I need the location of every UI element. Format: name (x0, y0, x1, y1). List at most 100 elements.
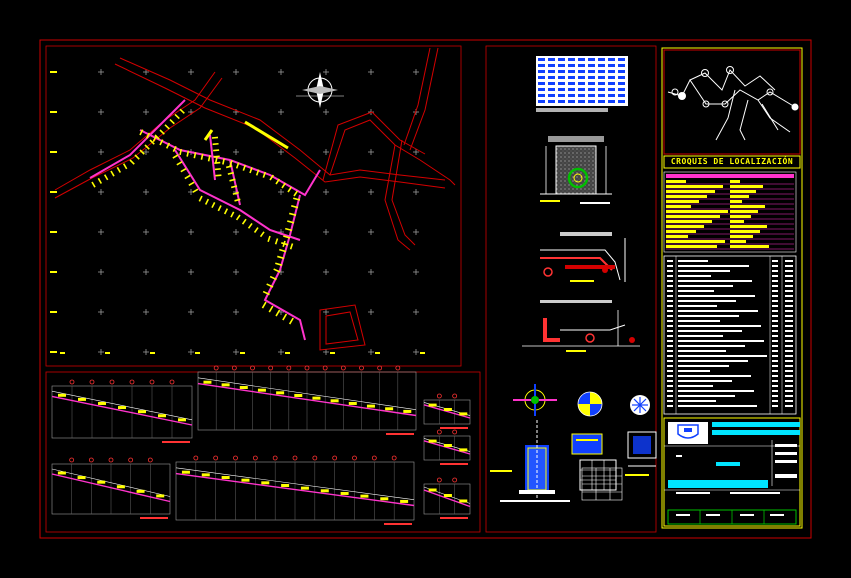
qty-row-right (730, 230, 760, 233)
spec-row-qty (772, 260, 778, 262)
spec-row-unit (785, 270, 793, 272)
spec-row-qty (772, 370, 778, 372)
profile-elevation-label (366, 404, 375, 408)
profile-elevation-label (136, 489, 145, 493)
manhole-details (513, 384, 650, 417)
sewer-line-network (89, 99, 321, 341)
spec-row-number (667, 405, 673, 407)
profile-elevation-label (281, 483, 290, 487)
title-block (661, 47, 803, 529)
connection-plan-detail (522, 300, 640, 352)
grid-coordinate-labels (50, 71, 425, 354)
grid-label-tick (285, 352, 290, 354)
spec-row-unit (785, 385, 793, 387)
table-cell (558, 94, 565, 97)
profile-elevation-label (57, 471, 66, 475)
profile-station-marker (69, 457, 75, 463)
profile-caption (162, 441, 190, 443)
table-cell (548, 58, 555, 61)
profile-pipe-invert (423, 489, 471, 508)
spec-row-unit (785, 360, 793, 362)
table-cell (548, 70, 555, 73)
lot-hatch (188, 181, 195, 187)
longitudinal-profiles (51, 365, 471, 525)
spec-row-text (678, 265, 749, 267)
spec-row-text (678, 305, 717, 307)
shield-emblem-icon (677, 424, 699, 439)
profile-elevation-label (330, 399, 339, 403)
lot-hatch (230, 211, 235, 218)
spec-row-text (678, 325, 761, 327)
spec-row-text (678, 400, 716, 402)
spec-row-qty (772, 270, 778, 272)
lot-hatch (144, 144, 150, 150)
profile-station-marker (452, 429, 458, 435)
spec-row-unit (785, 325, 793, 327)
spec-row-number (667, 285, 673, 287)
grid-label-tick (50, 111, 57, 113)
profile-elevation-label (459, 448, 468, 452)
table-cell (538, 58, 545, 61)
table-cell (618, 64, 625, 67)
profile-elevation-label (116, 485, 125, 489)
lot-hatch (259, 231, 265, 238)
qty-row-right (730, 245, 769, 248)
table-cell (538, 100, 545, 103)
lot-hatch (192, 188, 199, 193)
highlighted-segments (203, 120, 289, 150)
spec-row-number (667, 305, 673, 307)
table-cell (608, 58, 615, 61)
table-cell (548, 94, 555, 97)
spec-row-text (678, 355, 767, 357)
table-cell (548, 100, 555, 103)
spec-row-number (667, 335, 673, 337)
lot-hatch (193, 152, 197, 159)
lot-hatch (229, 178, 236, 182)
qty-row-right (730, 240, 746, 243)
spec-row-number (667, 355, 673, 357)
profile-caption (386, 433, 414, 435)
profile-ground-line (51, 390, 193, 421)
profile-station-marker (377, 365, 383, 371)
table-cell (588, 88, 595, 91)
profile-station-marker (359, 365, 364, 371)
lot-hatch (215, 174, 222, 177)
spec-row-text (678, 310, 758, 312)
profile-elevation-label (178, 418, 186, 422)
profile-elevation-label (459, 412, 468, 416)
lot-hatch (273, 268, 281, 273)
lot-hatch (179, 108, 185, 114)
profile-elevation-label (201, 473, 210, 477)
spec-row-number (667, 330, 673, 332)
lot-hatch (291, 205, 299, 209)
lot-hatch (275, 262, 283, 266)
table-cell (588, 70, 595, 73)
table-cell (568, 94, 575, 97)
profile-station-marker (169, 379, 175, 385)
profile-elevation-label (312, 396, 321, 400)
spec-row-text (678, 405, 757, 407)
manhole-section-detail (490, 420, 570, 502)
spec-row-qty (772, 285, 778, 287)
grid-label-tick (50, 231, 57, 233)
spec-row-unit (785, 265, 793, 267)
spec-row-number (667, 290, 673, 292)
profile-3 (51, 457, 171, 519)
spec-row-qty (772, 325, 778, 327)
lot-hatch (152, 135, 157, 143)
spec-row-number (667, 345, 673, 347)
lot-hatch (279, 248, 287, 253)
spec-row-qty (772, 345, 778, 347)
lot-hatch (277, 255, 285, 260)
lot-hatch (230, 185, 238, 189)
profile-elevation-label (58, 393, 66, 397)
spec-row-unit (785, 290, 793, 292)
location-sketch-map (667, 66, 799, 141)
table-cell (558, 100, 565, 103)
profile-4 (175, 455, 415, 525)
spec-row-text (678, 345, 745, 347)
grid-label-tick (50, 351, 57, 353)
qty-row-right (730, 190, 756, 193)
profile-elevation-label (181, 470, 190, 474)
lot-hatch-marks (91, 108, 301, 325)
